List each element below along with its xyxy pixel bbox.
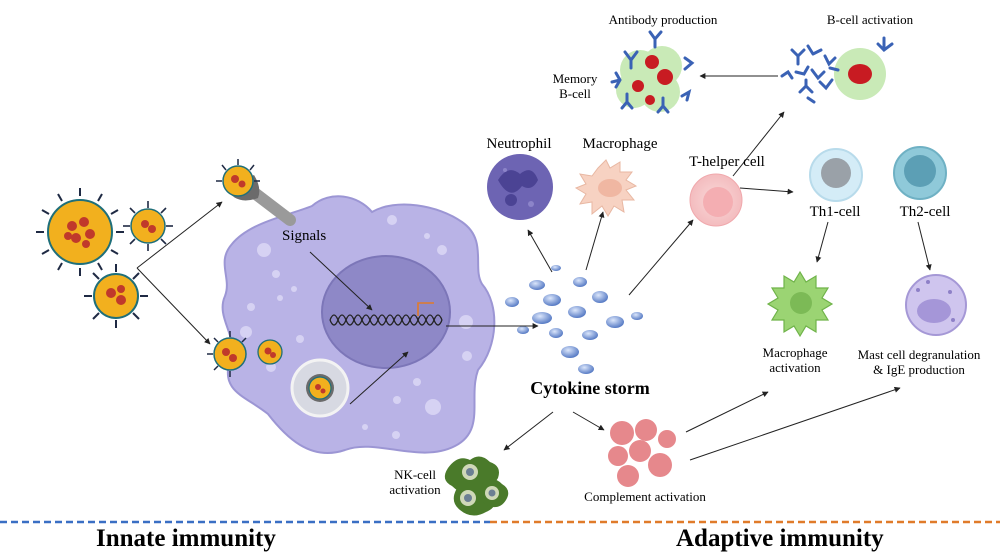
antibody-icons	[610, 30, 695, 114]
vacuoles	[240, 215, 473, 439]
virus-small-icon	[123, 201, 173, 251]
host-nucleus	[321, 255, 451, 369]
pathway-arrows	[136, 73, 932, 461]
complement-activation-label: Complement activation	[584, 489, 706, 504]
th2-cell	[893, 146, 947, 200]
adaptive-immunity-title: Adaptive immunity	[676, 525, 884, 552]
antibody-production-label: Antibody production	[608, 12, 718, 27]
gene-marker-icon	[417, 302, 434, 316]
b-cell	[834, 48, 886, 100]
cytokine-cloud	[505, 265, 643, 374]
th2-cell-label: Th2-cell	[899, 204, 951, 220]
complement-proteins	[608, 419, 676, 487]
th1-cell	[809, 148, 863, 202]
signals-label: Signals	[282, 228, 327, 244]
virus-endosome-icon	[306, 374, 334, 402]
virus-large-icon	[36, 188, 124, 276]
macrophage-activation-label-line2: activation	[769, 359, 821, 375]
neutrophil-cell	[487, 154, 553, 220]
macrophage-label: Macrophage	[582, 136, 658, 152]
mast-cell	[905, 274, 967, 336]
virus-entering-icon	[207, 331, 247, 377]
t-helper-cell-label: T-helper cell	[689, 154, 765, 170]
macrophage-activation-label-line1: Macrophage	[762, 345, 828, 360]
t-helper-cell	[689, 173, 743, 227]
nk-cell-activation-label-line2: activation	[389, 481, 441, 497]
cytokine-storm-label: Cytokine storm	[530, 378, 650, 398]
mast-cell-label: Mast cell degranulation & IgE production	[840, 347, 998, 378]
memory-b-cell-cluster	[616, 46, 682, 112]
nk-cell-activation-label-line1: NK-cell	[394, 467, 436, 482]
virus-entering-small-icon	[257, 339, 283, 365]
th1-cell-label: Th1-cell	[809, 204, 861, 220]
virus-bound-receptor-icon	[216, 159, 260, 197]
innate-immunity-title: Innate immunity	[96, 525, 276, 552]
mast-cell-label-line1: Mast cell degranulation	[857, 347, 981, 362]
nk-cells	[444, 456, 509, 516]
memory-b-cell-label: Memory B-cell	[540, 71, 610, 102]
nk-cell-activation-label: NK-cell activation	[380, 467, 450, 498]
b-cell-activation-label: B-cell activation	[826, 12, 914, 27]
memory-b-cell-label-line1: Memory	[552, 71, 598, 86]
macrophage-activation-label: Macrophage activation	[740, 345, 850, 376]
memory-b-cell-label-line2: B-cell	[559, 85, 591, 101]
free-antibodies-icon	[780, 36, 894, 104]
virus-medium-icon	[84, 264, 148, 328]
macrophage-cell	[574, 159, 638, 217]
mast-cell-label-line2: & IgE production	[873, 361, 965, 377]
neutrophil-label: Neutrophil	[486, 136, 552, 152]
activated-macrophage-cell	[766, 270, 834, 338]
